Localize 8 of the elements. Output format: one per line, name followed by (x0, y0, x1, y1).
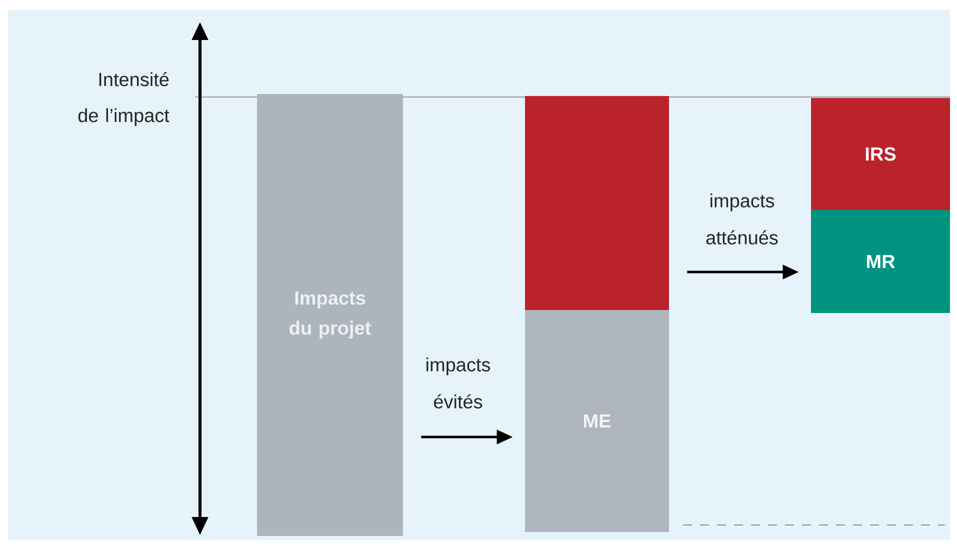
bar-segment: ME (525, 310, 669, 532)
bar-segment (525, 96, 669, 310)
bar-segment: Impacts du projet (257, 94, 403, 536)
edge-label: impacts atténués (693, 192, 791, 246)
bar-segment: IRS (811, 98, 950, 210)
axis-label: Intensité de l’impact (78, 72, 170, 126)
edge-label: impacts évités (409, 356, 507, 410)
bar-segment: MR (811, 210, 950, 313)
